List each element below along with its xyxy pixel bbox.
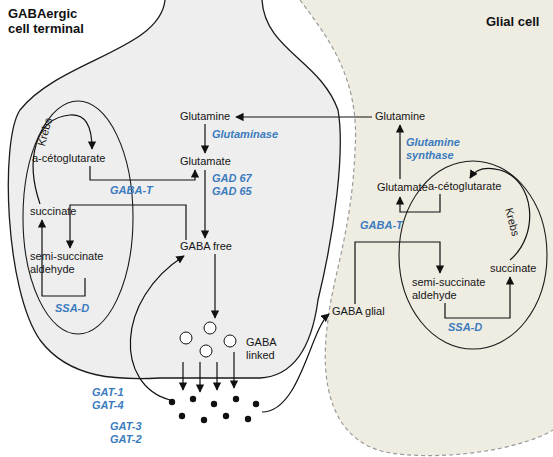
metabolite-label: succinate	[490, 262, 536, 275]
flow-arrow	[199, 362, 200, 392]
gaba-molecule	[245, 416, 251, 422]
enzyme-label: GABA-T	[110, 184, 153, 197]
flow-arrow	[204, 124, 205, 153]
vesicle	[224, 335, 236, 347]
enzyme-label: Glutaminase	[212, 128, 278, 141]
gaba-molecule	[223, 413, 229, 419]
metabolite-label: Glutamine	[180, 110, 230, 123]
glial-cell: Glial cellGlutamineGlutamine synthaseGlu…	[290, 0, 553, 457]
transporter-label: GAT-1 GAT-4	[92, 386, 128, 412]
metabolite-label: succinate	[30, 205, 76, 218]
mitochondrion: Krebs a-cétoglutarate succinate semi-succin…	[22, 100, 134, 335]
terminal-outline	[0, 0, 350, 385]
flow-arrow	[399, 125, 400, 179]
mitochondrion-outline	[399, 161, 547, 349]
flow-arrow	[204, 170, 205, 238]
glial-group	[300, 0, 553, 456]
cycle-label: Krebs	[502, 206, 522, 237]
flow-arrow	[182, 362, 183, 390]
flow-arrow	[233, 352, 234, 388]
gaba-molecule	[201, 417, 207, 423]
flow-arrow	[42, 220, 85, 296]
cycle-label: Krebs	[35, 116, 55, 147]
gaba-molecule	[233, 396, 239, 402]
flow-arrow	[445, 277, 510, 318]
metabolite-label: semi-succinate aldehyde	[30, 250, 110, 276]
flow-arrow	[33, 115, 92, 204]
metabolite-label: Glutamate	[377, 181, 428, 194]
enzyme-label: Glutamine synthase	[406, 136, 464, 162]
transporter-label: GAT-3 GAT-2	[110, 420, 146, 446]
metabolite-label: GABA glial	[332, 305, 385, 318]
metabolite-label: semi-succinate aldehyde	[412, 276, 492, 302]
mitochondrion-outline	[23, 101, 133, 334]
enzyme-label: SSA-D	[55, 302, 89, 315]
gaba-molecule	[253, 401, 259, 407]
flow-arrow	[130, 256, 184, 400]
gaba-molecule	[211, 401, 217, 407]
metabolite-label: Glutamate	[180, 155, 231, 168]
vesicle	[180, 332, 192, 344]
flow-arrow	[262, 314, 329, 412]
metabolite-label: a-cétoglutarate	[32, 152, 105, 165]
flow-arrow	[355, 242, 440, 304]
enzyme-label: GABA-T	[360, 219, 403, 232]
gaba-molecule	[169, 399, 175, 405]
metabolite-label: a-cétoglutarate	[428, 180, 501, 193]
cell-title: GABAergic cell terminal	[8, 6, 94, 36]
flow-arrow	[236, 116, 372, 117]
enzyme-label: GAD 67 GAD 65	[212, 172, 256, 198]
enzyme-label: SSA-D	[448, 321, 482, 334]
metabolite-label: Glutamine	[375, 110, 425, 123]
gaba-molecule	[190, 396, 196, 402]
cell-terminal: GABAergic cell terminalGlutamineGlutamin…	[0, 0, 350, 385]
vesicle	[200, 345, 212, 357]
glial-membrane	[300, 0, 553, 456]
metabolite-label: GABA linked	[246, 336, 286, 362]
glial-fill	[300, 0, 553, 456]
flow-arrow	[90, 166, 195, 180]
gaba-molecule	[179, 413, 185, 419]
flow-arrow	[400, 194, 440, 212]
flow-arrow	[214, 254, 215, 318]
flow-arrow	[216, 362, 217, 390]
metabolite-label: GABA free	[180, 240, 232, 253]
flow-arrow	[470, 168, 530, 260]
vesicle	[204, 322, 216, 334]
cell-title: Glial cell	[486, 14, 539, 29]
flow-arrow	[70, 205, 186, 248]
terminal-group	[8, 0, 340, 379]
terminal-membrane	[8, 0, 340, 379]
